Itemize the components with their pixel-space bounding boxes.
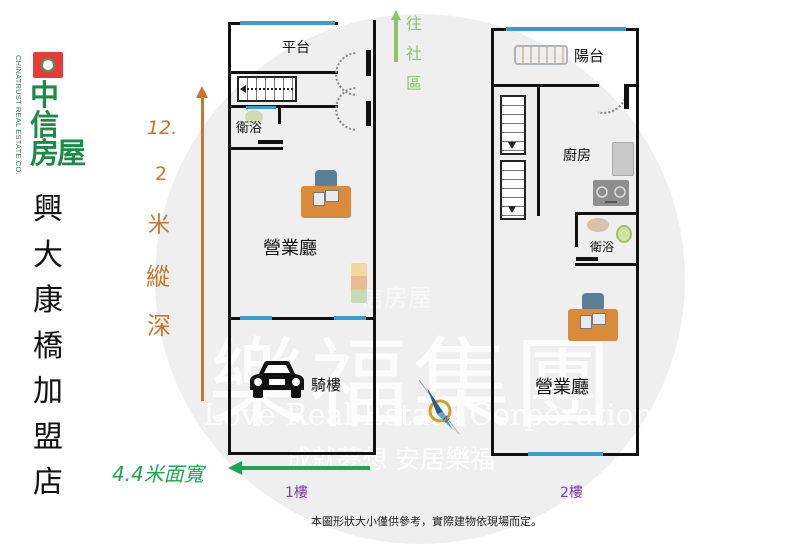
watermark-sub-top: 信房屋 <box>360 284 432 312</box>
toilet-icon <box>245 110 263 124</box>
watermark-english: Love Real Estate Corporation <box>203 398 654 433</box>
logo-char-1: 中 <box>30 78 60 112</box>
branch-char: 康 <box>33 283 63 318</box>
refrigerator-icon <box>612 142 634 176</box>
wall <box>491 84 599 87</box>
room-label-balcony: 陽台 <box>574 47 605 65</box>
depth-label-2: 2 <box>155 163 168 185</box>
door-leaf <box>624 84 629 109</box>
stair-arrow-head-icon <box>508 142 516 149</box>
wall <box>575 263 638 266</box>
depth-arrow-head-icon <box>196 86 208 98</box>
wall <box>228 317 376 320</box>
branch-char: 盟 <box>33 419 63 455</box>
stair-arrow-head-icon <box>240 85 246 93</box>
width-arrow-line <box>240 466 370 470</box>
wall <box>636 28 639 455</box>
branch-char: 興 <box>33 192 63 227</box>
depth-label-5: 深 <box>147 312 171 340</box>
window <box>240 21 335 25</box>
branch-name: 興 大 康 橋 加 盟 店 <box>28 187 68 506</box>
wall <box>228 147 283 150</box>
office-desk-icon <box>301 170 351 220</box>
logo-char-3: 房屋 <box>30 136 86 170</box>
door-leaf <box>366 50 371 76</box>
sink-icon <box>587 218 609 232</box>
depth-arrow-line <box>201 96 204 401</box>
direction-arrow-line <box>394 18 398 62</box>
direction-char-1: 往 <box>406 14 423 33</box>
disclaimer-note: 本圖形狀大小僅供參考，實際建物依現場而定。 <box>311 515 542 528</box>
wall <box>278 106 281 124</box>
wall <box>491 28 494 455</box>
office-desk-icon <box>568 293 618 343</box>
width-arrow-head-icon <box>228 461 242 475</box>
direction-char-2: 社 <box>406 44 423 63</box>
compass-icon <box>415 378 465 438</box>
wall <box>228 71 338 74</box>
window <box>334 316 366 320</box>
wall <box>575 212 578 247</box>
room-label-hall-2: 營業廳 <box>535 377 589 398</box>
room-label-kitchen: 廚房 <box>563 148 591 164</box>
branch-char: 加 <box>33 374 63 409</box>
room-label-bathroom-2: 衛浴 <box>590 240 615 254</box>
depth-label-1: 12. <box>147 117 178 139</box>
wall <box>576 257 598 261</box>
room-label-hall: 營業廳 <box>263 238 317 259</box>
wall <box>537 86 540 216</box>
branch-char: 店 <box>33 465 63 500</box>
logo-char-2: 信 <box>30 108 60 142</box>
window <box>240 316 272 320</box>
car-icon <box>247 360 307 400</box>
room-label-arcade: 騎樓 <box>311 376 342 394</box>
branch-char: 橋 <box>33 328 63 364</box>
stair-arrow-icon <box>243 88 293 90</box>
depth-label-3: 米 <box>148 213 171 238</box>
wall <box>575 212 638 215</box>
wall <box>228 22 231 454</box>
window <box>528 452 603 456</box>
window <box>246 106 276 109</box>
wall <box>228 105 338 108</box>
depth-label-4: 縱 <box>146 263 170 291</box>
floor2-title: 2樓 <box>560 485 583 501</box>
door-leaf <box>366 101 371 126</box>
watermark-slogan: 成就夢想 安居樂福 <box>287 445 495 474</box>
width-label: 4.4米面寬 <box>112 462 204 486</box>
window <box>506 27 626 31</box>
room-label-bathroom: 衛浴 <box>236 121 263 136</box>
wall <box>258 140 283 144</box>
drying-rack-icon <box>514 45 568 65</box>
toilet-icon <box>616 225 632 243</box>
floor1-title: 1樓 <box>285 485 308 501</box>
stair-arrow-head-icon <box>508 206 516 213</box>
room-label-platform: 平台 <box>282 40 310 56</box>
wall <box>373 20 376 454</box>
direction-arrow-head-icon <box>391 10 401 20</box>
logo-flower-icon <box>33 52 63 78</box>
logo-english-name: CHINATRUST REAL ESTATE CO. <box>14 55 23 175</box>
wall <box>228 452 376 455</box>
branch-char: 大 <box>33 237 63 273</box>
stove-icon <box>593 180 629 206</box>
direction-char-3: 區 <box>406 74 423 93</box>
shelf-icon <box>351 263 367 303</box>
wall <box>625 84 637 87</box>
